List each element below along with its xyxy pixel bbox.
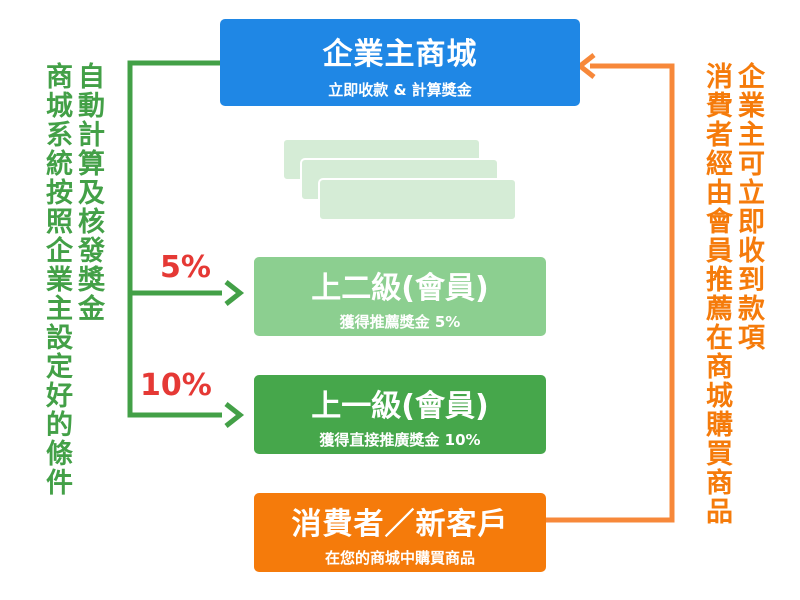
upline-level1-title: 上一級(會員) bbox=[311, 389, 489, 424]
right-note-column2: 消費者經由會員推薦在商城購買商品 bbox=[701, 62, 732, 526]
percent-label-level1: 10% bbox=[140, 368, 212, 403]
orange-arrowhead bbox=[575, 53, 596, 79]
left-note-column2: 商城系統按照企業主設定好的條件 bbox=[41, 62, 72, 497]
left-note: 自動計算及核發獎金商城系統按照企業主設定好的條件 bbox=[40, 62, 104, 542]
green-arrowhead-level2 bbox=[224, 280, 245, 306]
right-note: 企業主可立即收到款項消費者經由會員推薦在商城購買商品 bbox=[700, 62, 764, 542]
left-note-column1: 自動計算及核發獎金 bbox=[73, 62, 104, 323]
green-arrowhead-level1 bbox=[224, 402, 245, 428]
orange-connector bbox=[546, 63, 675, 523]
merchant-store-subtitle: 立即收款 & 計算獎金 bbox=[328, 81, 472, 99]
percent-label-level2: 5% bbox=[160, 250, 211, 285]
consumer-subtitle: 在您的商城中購買商品 bbox=[324, 549, 475, 567]
merchant-store-box: 企業主商城 立即收款 & 計算獎金 bbox=[220, 19, 580, 106]
consumer-box: 消費者／新客戶 在您的商城中購買商品 bbox=[254, 493, 546, 572]
consumer-title: 消費者／新客戶 bbox=[291, 507, 509, 542]
upline-level2-box: 上二級(會員) 獲得推薦獎金 5% bbox=[254, 257, 546, 336]
merchant-store-title: 企業主商城 bbox=[322, 37, 478, 72]
right-note-column1: 企業主可立即收到款項 bbox=[733, 62, 764, 352]
green-connector bbox=[127, 60, 222, 418]
upline-level2-subtitle: 獲得推薦獎金 5% bbox=[339, 313, 461, 331]
upline-level1-subtitle: 獲得直接推廣獎金 10% bbox=[319, 431, 481, 449]
stacked-card-3 bbox=[318, 178, 517, 221]
upline-level2-title: 上二級(會員) bbox=[311, 271, 489, 306]
upline-level1-box: 上一級(會員) 獲得直接推廣獎金 10% bbox=[254, 375, 546, 454]
